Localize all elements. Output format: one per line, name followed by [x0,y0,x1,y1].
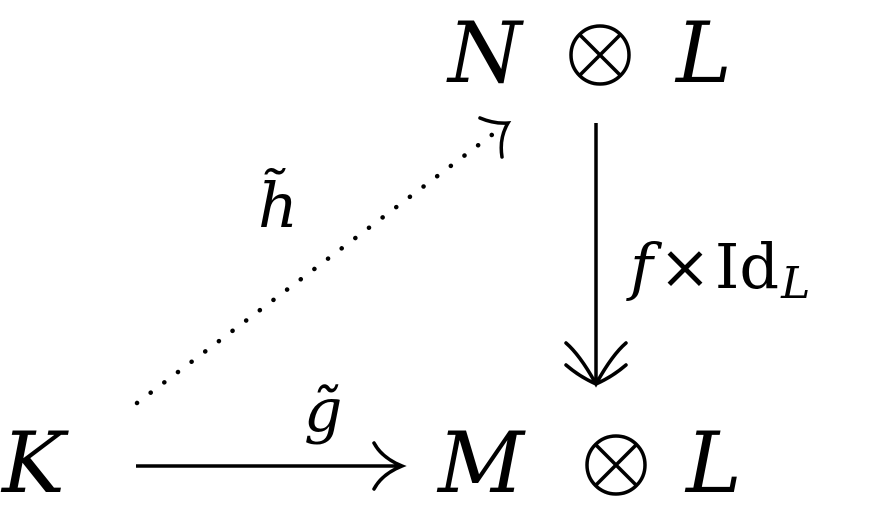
node-n-tensor-l: N L [446,4,732,102]
vertical-arrow-label: f×IdL [626,230,810,309]
horizontal-arrow-label: g̃ [304,376,342,446]
node-k-symbol: K [0,414,69,512]
label-subscript-l: L [780,258,810,309]
label-times: × [659,230,711,303]
diagonal-arrow-label: h̃ [258,168,298,242]
node-l-symbol-bottom: L [684,414,742,512]
node-m-symbol: M [436,414,526,512]
node-m-tensor-l: M L [436,414,742,512]
arrowhead-icon [478,116,512,159]
arrowhead-icon [372,441,407,491]
tensor-product-icon [585,434,647,496]
vertical-surjection-arrow [564,123,628,388]
label-f: f [626,230,663,303]
node-l-symbol-top: L [674,4,732,102]
diagonal-dotted-arrow [134,116,512,406]
node-n-symbol: N [446,4,524,102]
label-id: Id [715,230,779,303]
arrowhead-2-icon [564,363,628,386]
horizontal-arrow [136,441,407,491]
tensor-product-icon [569,24,631,86]
